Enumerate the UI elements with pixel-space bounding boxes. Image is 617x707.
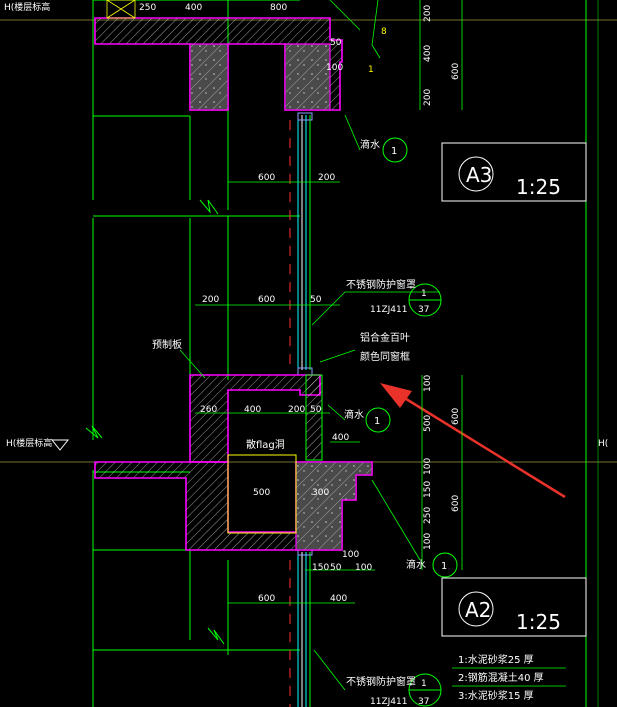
label-louver-1: 铝合金百叶: [360, 331, 410, 344]
rv-600: 600: [451, 63, 461, 80]
rv-200a: 200: [423, 5, 433, 22]
detail-box-top: [441, 142, 587, 202]
label-guard-top-ref: 11ZJ411: [370, 305, 407, 315]
dim-m300: 300: [312, 488, 329, 498]
break-symbol-3: [207, 627, 225, 645]
rv-400: 400: [423, 45, 433, 62]
dim-b100b: 100: [355, 563, 372, 573]
bubble-guard-bot-b: 37: [418, 697, 429, 707]
dim-b150: 150: [312, 563, 329, 573]
layer-1: 1:水泥砂浆25 厚: [458, 653, 534, 666]
break-symbol-2: [85, 425, 103, 439]
callout-bubbles: [365, 137, 458, 707]
rv2-100c: 100: [423, 533, 433, 550]
rv2-600a: 600: [451, 408, 461, 425]
dim-w50b: 50: [310, 295, 322, 305]
leader-lines: [179, 0, 440, 691]
rv-200b: 200: [423, 89, 433, 106]
bubble-guard-bot-a: 1: [421, 679, 427, 689]
layer-3: 3:水泥砂浆15 厚: [458, 689, 534, 702]
dim-m500: 500: [253, 488, 270, 498]
slope-b: 1: [368, 65, 374, 75]
label-louver-2: 颜色同窗框: [360, 350, 410, 363]
dim-w600a: 600: [258, 173, 275, 183]
label-guard-bot: 不锈钢防护窗罩: [346, 675, 416, 688]
dimension-lines: [195, 0, 463, 604]
break-symbol-1: [199, 199, 219, 215]
label-drip-mid: 滴水: [344, 408, 364, 421]
dim-m50: 50: [310, 405, 322, 415]
dim-top-250: 250: [139, 3, 156, 13]
rv2-500: 500: [423, 415, 433, 432]
rv2-150: 150: [423, 481, 433, 498]
detail-scale-bot: 1:25: [516, 610, 561, 634]
dim-b400: 400: [330, 594, 347, 604]
dim-b50: 50: [330, 563, 342, 573]
rv2-250: 250: [423, 507, 433, 524]
bubble-drip-mid: 1: [374, 416, 380, 427]
rv2-100: 100: [423, 375, 433, 392]
label-vent: 散flag洞: [246, 438, 285, 451]
bubble-guard-top-a: 1: [421, 289, 427, 299]
detail-label-bot: A2: [465, 598, 491, 622]
label-guard-bot-ref: 11ZJ411: [370, 697, 407, 707]
wall-outline: [92, 0, 300, 707]
mid-concrete-section: [94, 374, 373, 551]
dim-b100: 100: [342, 550, 359, 560]
bubble-drip-bot: 1: [441, 561, 447, 572]
label-guard-top: 不锈钢防护窗罩: [346, 278, 416, 291]
annotation-arrow: [380, 383, 566, 499]
label-floor-elev-mid: H(楼层标高: [6, 437, 52, 449]
dim-top-400: 400: [185, 3, 202, 13]
label-floor-elev-top: H(楼层标高: [4, 1, 50, 13]
dim-b600: 600: [258, 594, 275, 604]
label-drip-top: 滴水: [360, 138, 380, 151]
bubble-guard-top-b: 37: [418, 305, 429, 315]
dim-m260: 260: [200, 405, 217, 415]
dim-m400b: 400: [332, 433, 349, 443]
top-concrete-section: [94, 0, 343, 111]
detail-box-bottom: [441, 577, 587, 637]
label-precast: 预制板: [152, 338, 182, 351]
layer-table: [452, 667, 566, 687]
layer-2: 2:钢筋混凝土40 厚: [458, 671, 544, 684]
dim-top-100: 100: [326, 63, 343, 73]
dim-top-50: 50: [330, 38, 342, 48]
slope-a: 8: [381, 27, 387, 37]
rv2-100b: 100: [423, 458, 433, 475]
window-glazing: [289, 112, 313, 707]
dim-w600b: 600: [258, 295, 275, 305]
label-floor-elev-right: H(: [598, 439, 608, 449]
detail-label-top: A3: [466, 163, 492, 187]
detail-scale-top: 1:25: [516, 175, 561, 199]
dim-top-800: 800: [270, 3, 287, 13]
dim-w200b: 200: [202, 295, 219, 305]
rv2-600b: 600: [451, 495, 461, 512]
label-drip-bot: 滴水: [406, 558, 426, 571]
bubble-drip-top: 1: [391, 146, 397, 157]
dim-w200a: 200: [318, 173, 335, 183]
dim-m400: 400: [244, 405, 261, 415]
dim-m200: 200: [288, 405, 305, 415]
